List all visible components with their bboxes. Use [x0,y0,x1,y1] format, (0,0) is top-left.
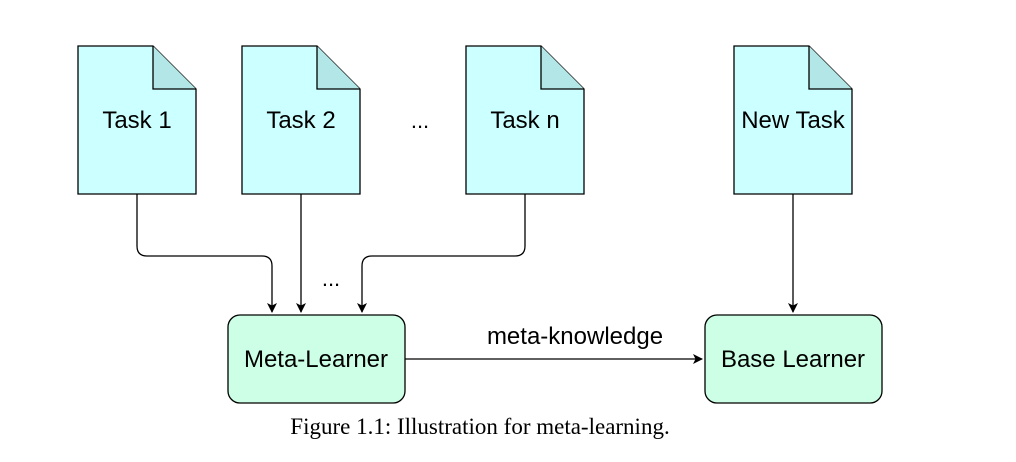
base-learner-box [704,314,883,404]
task-2-label: Task 2 [266,107,335,134]
document-fold [152,46,196,90]
task-2-document: Task 2 [241,45,361,195]
meta-learner-label: Meta-Learner [244,346,388,373]
arrow-ellipsis: ... [322,266,340,291]
task-ellipsis: ... [411,108,429,133]
task-n-label: Task n [490,107,559,134]
new-task-label: New Task [741,107,846,134]
task-n-document: Task n [465,45,585,195]
base-learner-node: Base Learner [704,314,883,404]
new-task-document: New Task [733,45,853,195]
document-fold [808,46,852,90]
base-learner-label: Base Learner [721,346,865,373]
document-fold [540,46,584,90]
task-1-to-meta-learner-arrow [136,194,277,313]
figure-caption: Figure 1.1: Illustration for meta-learni… [290,414,670,439]
task-1-document: Task 1 [77,45,197,195]
task-n-to-meta-learner-arrow [357,194,526,313]
meta-knowledge-label: meta-knowledge [487,323,663,350]
task-1-label: Task 1 [102,107,171,134]
document-fold [316,46,360,90]
meta-learner-node: Meta-Learner [227,314,406,404]
